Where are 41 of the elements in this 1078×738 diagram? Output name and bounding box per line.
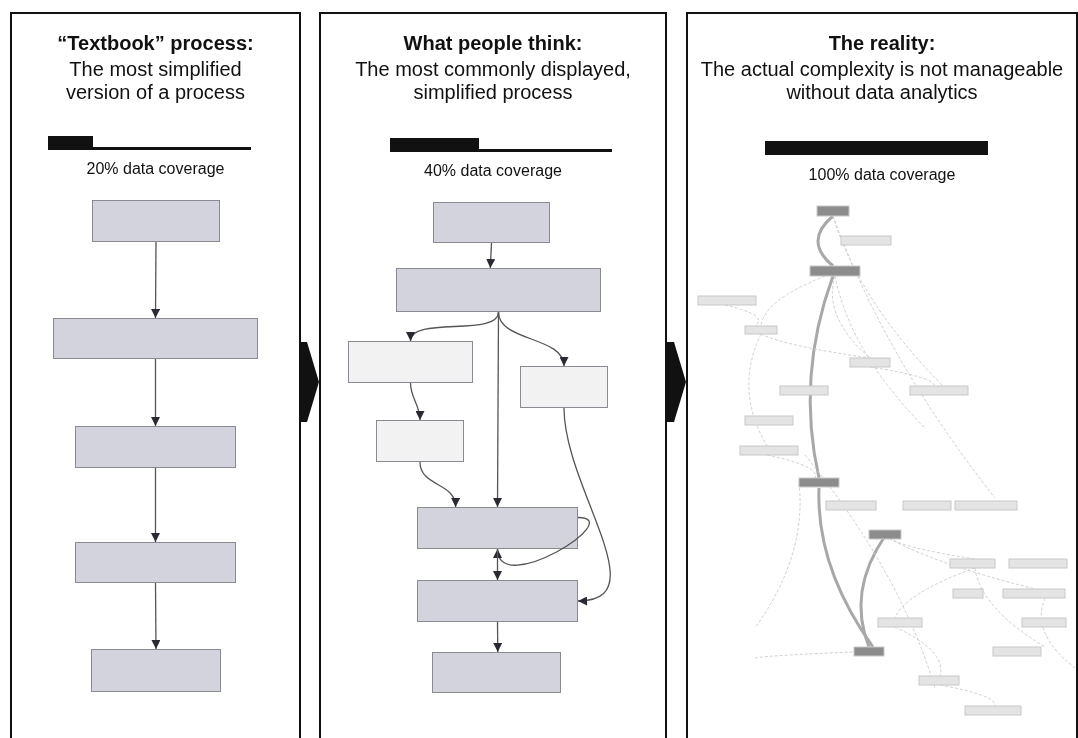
arrow xyxy=(493,621,503,653)
process-box xyxy=(75,426,236,468)
coverage-label: 40% data coverage xyxy=(423,161,563,180)
process-box xyxy=(53,318,258,359)
process-box xyxy=(432,652,561,693)
panel-heading: What people think: xyxy=(402,32,584,55)
panel-subtitle: The most simplified version of a process xyxy=(65,58,246,104)
chevron-arrow xyxy=(301,342,319,422)
panel-heading: The reality: xyxy=(827,32,937,55)
arrow xyxy=(493,548,502,581)
arrow xyxy=(151,241,161,319)
process-box xyxy=(520,366,608,408)
coverage-label: 20% data coverage xyxy=(85,159,226,178)
arrow xyxy=(497,311,567,367)
arrow xyxy=(486,242,496,269)
process-box xyxy=(433,202,550,243)
panel xyxy=(686,12,1078,738)
process-box xyxy=(91,649,221,692)
process-box xyxy=(417,507,578,549)
arrow xyxy=(151,582,161,650)
arrow xyxy=(409,382,425,421)
panel-subtitle: The most commonly displayed, simplified process xyxy=(354,58,632,104)
coverage-bar xyxy=(765,141,988,155)
process-box xyxy=(75,542,236,583)
process-box xyxy=(396,268,601,312)
process-box xyxy=(348,341,473,383)
arrow xyxy=(563,407,611,605)
coverage-label: 100% data coverage xyxy=(807,165,957,184)
arrow xyxy=(495,516,591,566)
process-box xyxy=(376,420,464,462)
process-box xyxy=(417,580,578,622)
arrow xyxy=(151,467,160,543)
panel-heading: “Textbook” process: xyxy=(56,32,255,55)
arrow xyxy=(151,358,160,427)
panel xyxy=(319,12,667,738)
panel xyxy=(10,12,301,738)
arrow xyxy=(409,311,500,342)
chevron-arrow xyxy=(667,342,686,422)
arrow xyxy=(419,461,459,508)
process-box xyxy=(92,200,220,242)
panel-subtitle: The actual complexity is not manageable without data analytics xyxy=(699,58,1065,104)
